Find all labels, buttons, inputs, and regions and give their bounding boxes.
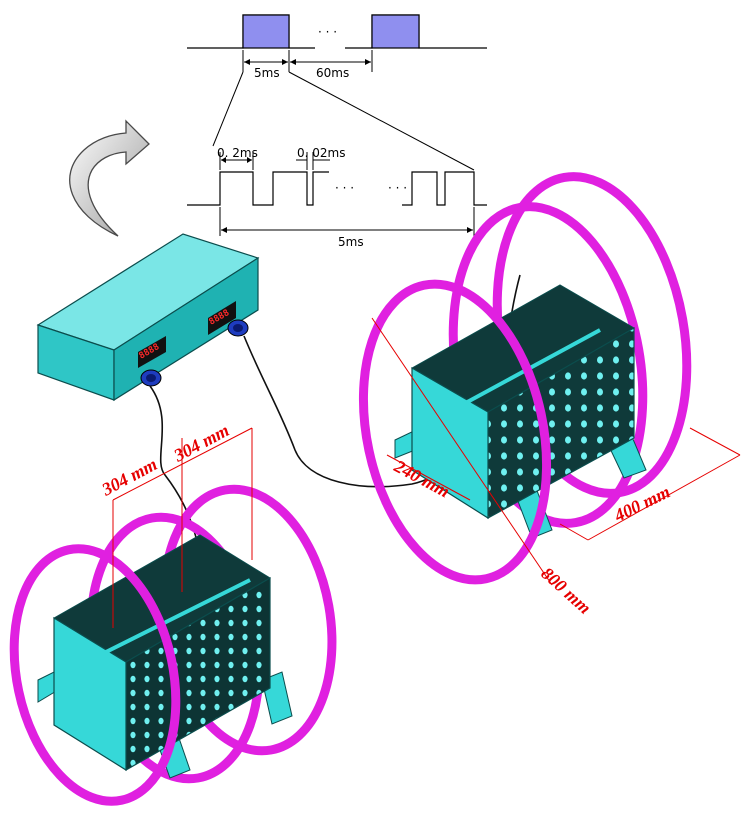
detail-ellipsis-2: · · ·	[388, 181, 407, 195]
top-ellipsis: · · ·	[318, 25, 337, 39]
pulse-width-label: 5ms	[254, 66, 280, 80]
connector-left	[140, 369, 162, 387]
pulse-1	[242, 14, 290, 49]
coil-diameter-label: 800 mm	[537, 563, 595, 618]
left-coil-ring-front	[9, 544, 181, 806]
detail-ellipsis-1: · · ·	[335, 181, 354, 195]
top-waveform: · · · 5ms 60ms	[187, 14, 487, 171]
period-label: 0. 2ms	[217, 146, 258, 160]
right-coil-assembly	[358, 172, 692, 585]
coil-spacing-label-a: 304 mm	[98, 454, 161, 500]
connector-right	[227, 319, 249, 337]
detail-waveform: · · · · · · 0. 2ms 0. 02ms 5ms	[187, 146, 487, 249]
curved-arrow-icon	[69, 119, 150, 237]
small-gap-label: 0. 02ms	[297, 146, 345, 160]
right-coil-ring-front	[358, 279, 552, 585]
pulse-generator: 8888 8888	[36, 233, 260, 402]
gap-label: 60ms	[316, 66, 349, 80]
left-coil-assembly	[9, 484, 337, 806]
pulse-2	[371, 14, 420, 49]
total-span-label: 5ms	[338, 235, 364, 249]
